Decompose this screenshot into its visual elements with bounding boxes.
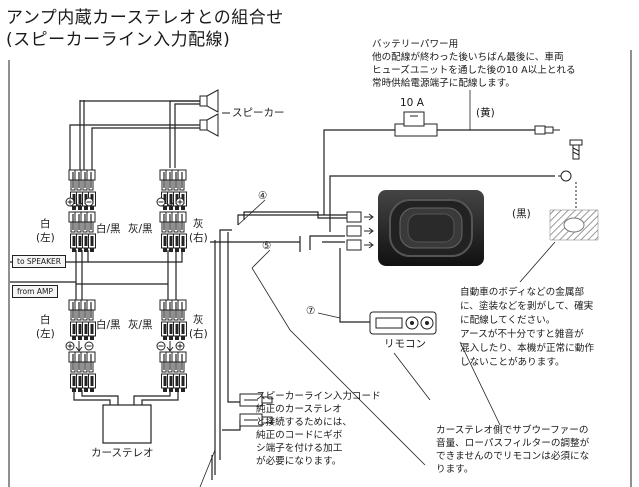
polarity-top-right	[156, 197, 185, 208]
ground-note-line2: に、塗装などを剥がして、確実	[460, 301, 594, 312]
input-wires	[210, 211, 348, 480]
bottom-right-grayblack-label: 灰/黒	[128, 319, 153, 331]
polarity-bottom-left	[65, 341, 94, 352]
polarity-top-left	[65, 197, 94, 208]
connector-lower-bottom-right	[160, 352, 187, 392]
ground-note-line4: アースが不十分ですと雑音が	[460, 329, 584, 340]
top-left-white-label: 白	[40, 218, 51, 230]
connector-pair-bottom-left	[69, 300, 96, 340]
ground-terminal	[558, 170, 572, 182]
bottom-left-white-label: 白	[40, 314, 51, 326]
top-right-grayblack-label: 灰/黒	[128, 223, 153, 235]
page-title-line2: (スピーカーライン入力配線)	[6, 30, 231, 50]
speaker-label: スピーカー	[232, 107, 285, 119]
battery-note-line2: 他の配線が終わった後いちばん最後に、車両	[372, 52, 564, 63]
fuse	[394, 111, 438, 137]
ground-note-line1: 自動車のボディなどの金属部	[460, 287, 585, 298]
connector-number-5: ⑤	[262, 240, 272, 252]
top-left-whiteblack-label: 白/黒	[96, 223, 121, 235]
connector-lower-bottom-left	[69, 352, 96, 392]
bottom-left-whiteblack-label: 白/黒	[96, 319, 121, 331]
ground-screw	[569, 139, 583, 160]
page-title-line1: アンプ内蔵カーステレオとの組合せ	[6, 8, 284, 28]
remote-note-line4: ります。	[436, 464, 474, 475]
remote-unit	[369, 311, 437, 335]
yellow-wire-label: (黄)	[476, 107, 495, 119]
top-right-gray-label: 灰	[193, 218, 204, 230]
power-plug	[534, 125, 560, 135]
speaker-input-plug	[239, 393, 273, 427]
bottom-right-gray-sub: (右)	[189, 328, 208, 340]
ground-note-line3: に配線してください。	[460, 315, 556, 326]
ground-note-line5: 混入したり、本機が正常に動作	[460, 343, 594, 354]
connector-lower-top-right	[160, 212, 187, 252]
speaker-input-note-line1: スピーカーライン入力コード	[256, 391, 381, 402]
power-wire	[323, 129, 535, 215]
sub-connectors	[346, 211, 374, 251]
speaker-wires-top	[69, 100, 200, 170]
speaker-input-note-line6: が必要になります。	[256, 456, 342, 467]
bottom-right-gray-label: 灰	[193, 314, 204, 326]
car-stereo-label: カーステレオ	[91, 447, 154, 459]
stereo-wires	[73, 390, 179, 405]
remote-note-line1: カーステレオ側でサブウーファーの	[436, 425, 589, 436]
speaker-input-note-line2: 純正のカーステレオ	[256, 404, 342, 415]
connector-number-4: ④	[258, 190, 268, 202]
car-stereo-box	[102, 404, 152, 444]
speaker-input-note-line4: 純正のコードにギボ	[256, 430, 343, 441]
speaker-input-note-line5: シ端子を付ける加工	[256, 443, 343, 454]
speaker-input-note-line3: と接続するためには、	[256, 417, 352, 428]
battery-note-line3: ヒューズユニットを通した後の10 A以上とれる	[372, 65, 576, 76]
to-speaker-box: to SPEAKER	[12, 255, 66, 268]
ground-note-line6: しないことがあります。	[460, 357, 565, 368]
polarity-bottom-right	[156, 341, 185, 352]
ground-wire	[329, 175, 555, 232]
subwoofer-unit	[378, 190, 484, 266]
remote-note-line3: できませんのでリモコンは必須にな	[436, 451, 590, 462]
remote-label: リモコン	[384, 338, 426, 350]
connector-lower-top-left	[69, 212, 96, 252]
connector-number-7: ⑦	[306, 305, 316, 317]
top-left-white-sub: (左)	[36, 232, 55, 244]
speaker-icon-bottom	[199, 113, 219, 137]
speaker-icon-top	[199, 89, 219, 113]
fuse-label: 10 A	[400, 97, 424, 109]
black-wire-label: (黒)	[512, 208, 531, 220]
top-right-gray-sub: (右)	[189, 232, 208, 244]
battery-note-line4: 常時供給電源端子に配線します。	[372, 78, 515, 89]
remote-wire	[339, 248, 370, 323]
remote-note-line2: 音量、ローパスフィルターの調整が	[436, 438, 590, 449]
mid-wires	[10, 250, 183, 300]
connector-pair-bottom-right	[160, 300, 187, 340]
ground-body-plate	[549, 209, 599, 241]
bottom-left-white-sub: (左)	[36, 328, 55, 340]
battery-note-line1: バッテリーパワー用	[372, 39, 459, 50]
from-amp-box: from AMP	[12, 285, 58, 298]
